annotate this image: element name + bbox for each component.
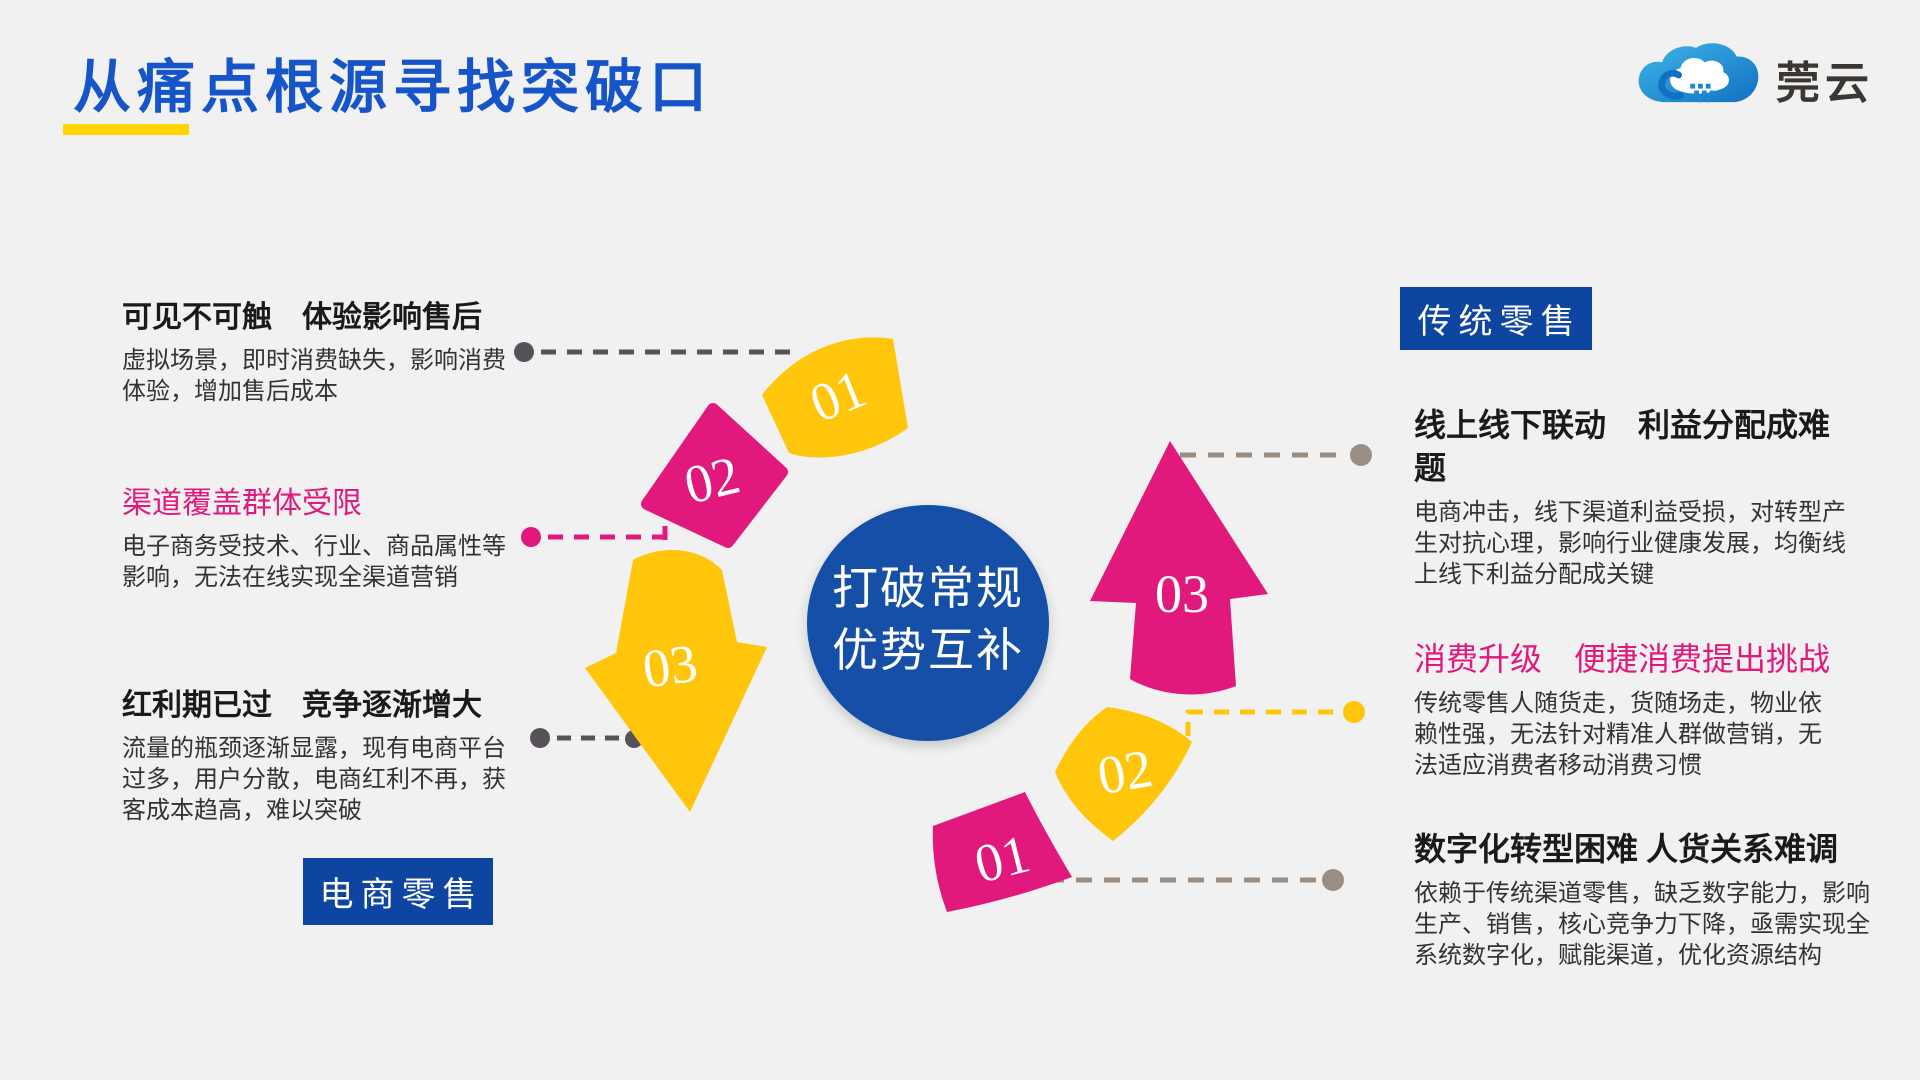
- pain-point-heading: 红利期已过 竞争逐渐增大: [122, 689, 482, 722]
- pain-point-online-offline: 线上线下联动 利益分配成难题 电商冲击，线下渠道利益受损，对转型产生对抗心理，影…: [1414, 404, 1848, 591]
- pain-point-heading: 线上线下联动 利益分配成难题: [1414, 407, 1831, 486]
- down-arrow-shape-left-03: [585, 549, 767, 812]
- center-circle-line2: 优势互补: [832, 625, 1024, 676]
- pain-point-heading: 可见不可触 体验影响售后: [122, 301, 482, 334]
- center-circle-line1: 打破常规: [832, 563, 1024, 614]
- diamond-shape-right-02: [1055, 707, 1192, 841]
- step-number-left-03: 03: [639, 633, 701, 700]
- brand-logo: 莞云: [1634, 40, 1874, 117]
- center-circle: [807, 505, 1049, 741]
- traditional-retail-badge: 传统零售: [1400, 287, 1592, 350]
- pain-point-heading: 数字化转型困难 人货关系难调: [1414, 831, 1839, 867]
- pain-point-digital-transformation: 数字化转型困难 人货关系难调 依赖于传统渠道零售，缺乏数字能力，影响生产、销售，…: [1414, 828, 1872, 972]
- pain-point-body: 依赖于传统渠道零售，缺乏数字能力，影响生产、销售，核心竞争力下降，亟需实现全系统…: [1414, 881, 1870, 969]
- step-number-right-02: 02: [1093, 738, 1157, 806]
- connector-left-3: [530, 728, 643, 748]
- pain-point-body: 电商冲击，线下渠道利益受损，对转型产生对抗心理，影响行业健康发展，均衡线上线下利…: [1414, 500, 1846, 588]
- connector-dot: [1322, 869, 1344, 891]
- pain-point-body: 流量的瓶颈逐渐显露，现有电商平台过多，用户分散，电商红利不再，获客成本趋高，难以…: [122, 736, 506, 824]
- pain-point-heading: 渠道覆盖群体受限: [122, 487, 362, 520]
- step-number-right-03: 03: [1155, 564, 1209, 624]
- connector-left-1: [514, 342, 800, 362]
- pain-point-body: 虚拟场景，即时消费缺失，影响消费体验，增加售后成本: [122, 348, 506, 405]
- connector-right-1: [1180, 444, 1372, 466]
- pain-point-heading: 消费升级 便捷消费提出挑战: [1414, 641, 1831, 677]
- title-underline: [63, 124, 189, 135]
- connector-dot: [521, 527, 541, 547]
- pain-point-consumption-upgrade: 消费升级 便捷消费提出挑战 传统零售人随货走，货随场走，物业依赖性强，无法针对精…: [1414, 638, 1839, 782]
- pain-point-dividend-over: 红利期已过 竞争逐渐增大 流量的瓶颈逐渐显露，现有电商平台过多，用户分散，电商红…: [122, 686, 520, 827]
- connector-dot: [1343, 701, 1365, 723]
- pain-point-visibility: 可见不可触 体验影响售后 虚拟场景，即时消费缺失，影响消费体验，增加售后成本: [122, 298, 520, 408]
- fan-shape-left-01: [762, 337, 908, 458]
- fan-shape-right-01: [932, 792, 1072, 912]
- up-arrow-shape-right-03: [1090, 441, 1268, 695]
- cloud-logo-icon: [1634, 40, 1762, 117]
- diamond-shape-left-02: [641, 403, 788, 548]
- connector-dot: [514, 342, 534, 362]
- pain-point-body: 传统零售人随货走，货随场走，物业依赖性强，无法针对精准人群做营销，无法适应消费者…: [1414, 691, 1822, 779]
- connector-right-3: [1048, 869, 1344, 891]
- connector-left-2: [521, 516, 668, 547]
- pain-point-channel-coverage: 渠道覆盖群体受限 电子商务受技术、行业、商品属性等影响，无法在线实现全渠道营销: [122, 484, 520, 594]
- connector-dot: [530, 728, 550, 748]
- connector-dot: [1350, 444, 1372, 466]
- pain-point-body: 电子商务受技术、行业、商品属性等影响，无法在线实现全渠道营销: [122, 534, 506, 591]
- page-title: 从痛点根源寻找突破口: [73, 55, 714, 120]
- brand-name: 莞云: [1776, 58, 1874, 108]
- connector-right-2: [1185, 701, 1365, 736]
- ecommerce-retail-badge: 电商零售: [303, 858, 493, 925]
